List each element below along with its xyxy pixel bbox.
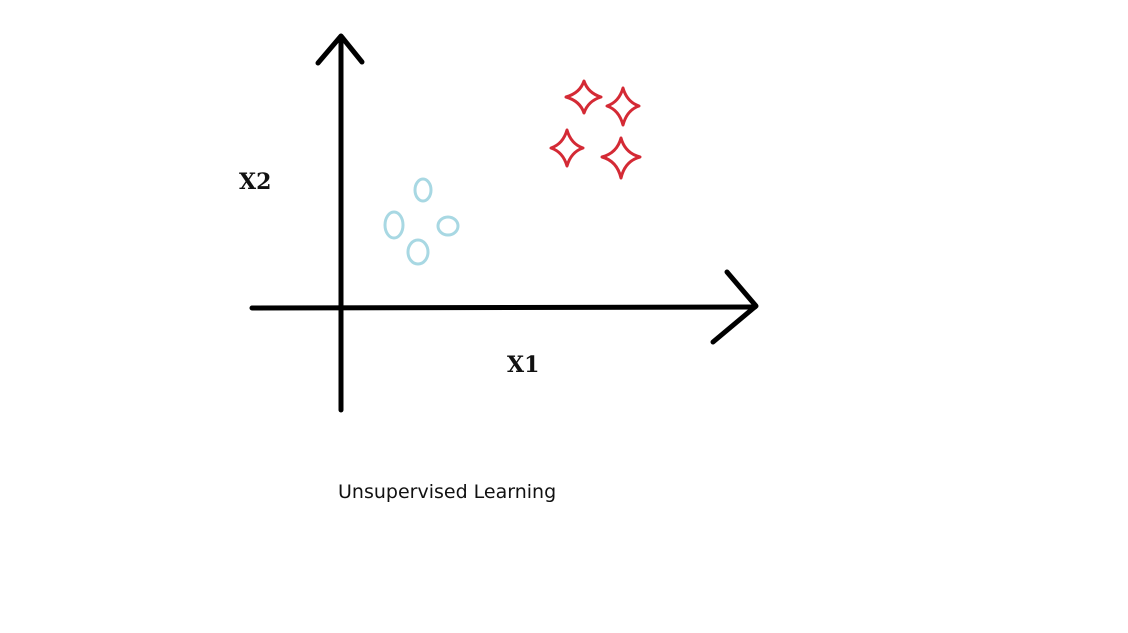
- diagram-caption: Unsupervised Learning: [338, 481, 556, 503]
- star-marker: [549, 128, 585, 168]
- x-axis-label: X1: [507, 352, 539, 378]
- star-marker: [564, 79, 603, 115]
- star-marker: [605, 86, 641, 127]
- cluster-stars: [549, 79, 642, 180]
- circle-marker: [413, 177, 433, 203]
- cluster-circles: [383, 177, 460, 266]
- circle-marker: [436, 215, 460, 237]
- x-axis-arrowhead: [710, 269, 759, 345]
- axes: [249, 33, 759, 413]
- y-axis-arrowhead: [315, 33, 365, 66]
- star-marker: [600, 136, 642, 180]
- y-axis-label: X2: [239, 169, 271, 195]
- circle-marker: [406, 238, 430, 266]
- circle-marker: [383, 210, 405, 240]
- x-axis-line: [249, 304, 758, 311]
